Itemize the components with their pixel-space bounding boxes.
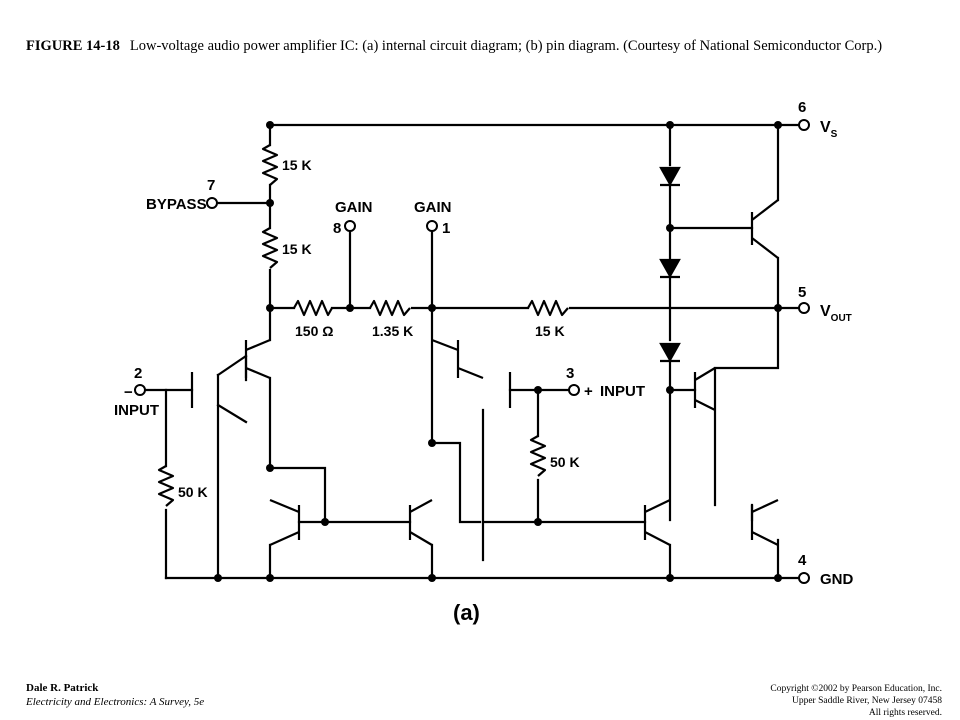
resistor-label-15k-fb: 15 K	[535, 323, 565, 339]
pin-1-number: 1	[442, 220, 450, 237]
figure-caption: FIGURE 14-18 Low-voltage audio power ampl…	[26, 36, 926, 56]
wires	[144, 123, 800, 580]
resistor-label-150: 150 Ω	[295, 323, 333, 339]
footer-copyright-block: Copyright ©2002 by Pearson Education, In…	[770, 683, 942, 719]
pin-2-polarity: −	[124, 384, 133, 401]
figure-number: FIGURE 14-18	[26, 38, 120, 54]
pin-6-name: VS	[820, 119, 838, 140]
pin-4-name: GND	[820, 571, 854, 588]
diode-mid	[659, 258, 681, 279]
transistor-q6	[408, 499, 433, 546]
resistor-label-15k-mid: 15 K	[282, 241, 312, 257]
resistor-15k-feedback	[527, 299, 569, 317]
resistor-1-35k	[369, 299, 411, 317]
caption-text: Low-voltage audio power amplifier IC: (a…	[129, 38, 883, 54]
pin-8-number: 8	[333, 220, 341, 237]
pin-5-name: VOUT	[820, 303, 852, 324]
pin-2-terminal	[134, 384, 146, 396]
rights-line: All rights reserved.	[868, 708, 942, 718]
resistor-50k-left	[157, 465, 175, 507]
pin-5-terminal	[798, 302, 810, 314]
pin-8-terminal	[344, 220, 356, 232]
transistor-q5	[269, 498, 301, 547]
transistor-q8	[750, 499, 779, 546]
resistors	[157, 144, 569, 507]
pin-2-number: 2	[134, 365, 142, 382]
resistor-label-1-35k: 1.35 K	[372, 323, 413, 339]
pin-6-terminal	[798, 119, 810, 131]
pin-3-number: 3	[566, 365, 574, 382]
diode-bottom	[659, 342, 681, 363]
labels: 6 VS 5 VOUT 4 GND 7 BYPASS GAIN 8 GAIN 1…	[114, 99, 854, 625]
publisher-address: Upper Saddle River, New Jersey 07458	[791, 696, 942, 706]
pin-8-name: GAIN	[335, 199, 373, 216]
resistor-label-50k-left: 50 K	[178, 484, 208, 500]
pin-7-terminal	[206, 197, 218, 209]
pin-4-terminal	[798, 572, 810, 584]
transistors	[190, 199, 779, 547]
transistor-q9	[750, 199, 779, 259]
transistor-q3	[431, 338, 484, 380]
pin-4-number: 4	[798, 552, 807, 569]
copyright-line: Copyright ©2002 by Pearson Education, In…	[770, 684, 942, 694]
pin-terminals[interactable]	[134, 119, 810, 584]
resistor-150-ohm	[293, 299, 333, 317]
pin-3-terminal	[568, 384, 580, 396]
pin-2-name: INPUT	[114, 402, 159, 419]
diagram-sublabel: (a)	[453, 600, 480, 625]
book-title: Electricity and Electronics: A Survey, 5…	[26, 696, 205, 708]
diode-top	[659, 166, 681, 187]
pin-7-number: 7	[207, 177, 215, 194]
pin-1-terminal	[426, 220, 438, 232]
resistor-15k-top	[261, 144, 279, 186]
pin-7-name: BYPASS	[146, 196, 207, 213]
pin-6-number: 6	[798, 99, 806, 116]
resistor-15k-mid	[261, 227, 279, 269]
footer-author-block: Dale R. Patrick Electricity and Electron…	[26, 681, 204, 709]
diodes	[659, 166, 681, 363]
pin-1-name: GAIN	[414, 199, 452, 216]
pin-3-name: INPUT	[600, 383, 645, 400]
resistor-label-50k-right: 50 K	[550, 454, 580, 470]
pin-3-polarity: +	[584, 383, 593, 400]
pin-5-number: 5	[798, 284, 806, 301]
nodes	[214, 121, 782, 582]
resistor-label-15k-top: 15 K	[282, 157, 312, 173]
transistor-q10	[693, 367, 716, 411]
transistor-q7	[643, 499, 671, 546]
transistor-q2	[244, 338, 271, 380]
resistor-50k-right	[529, 435, 547, 477]
author-name: Dale R. Patrick	[26, 682, 99, 694]
